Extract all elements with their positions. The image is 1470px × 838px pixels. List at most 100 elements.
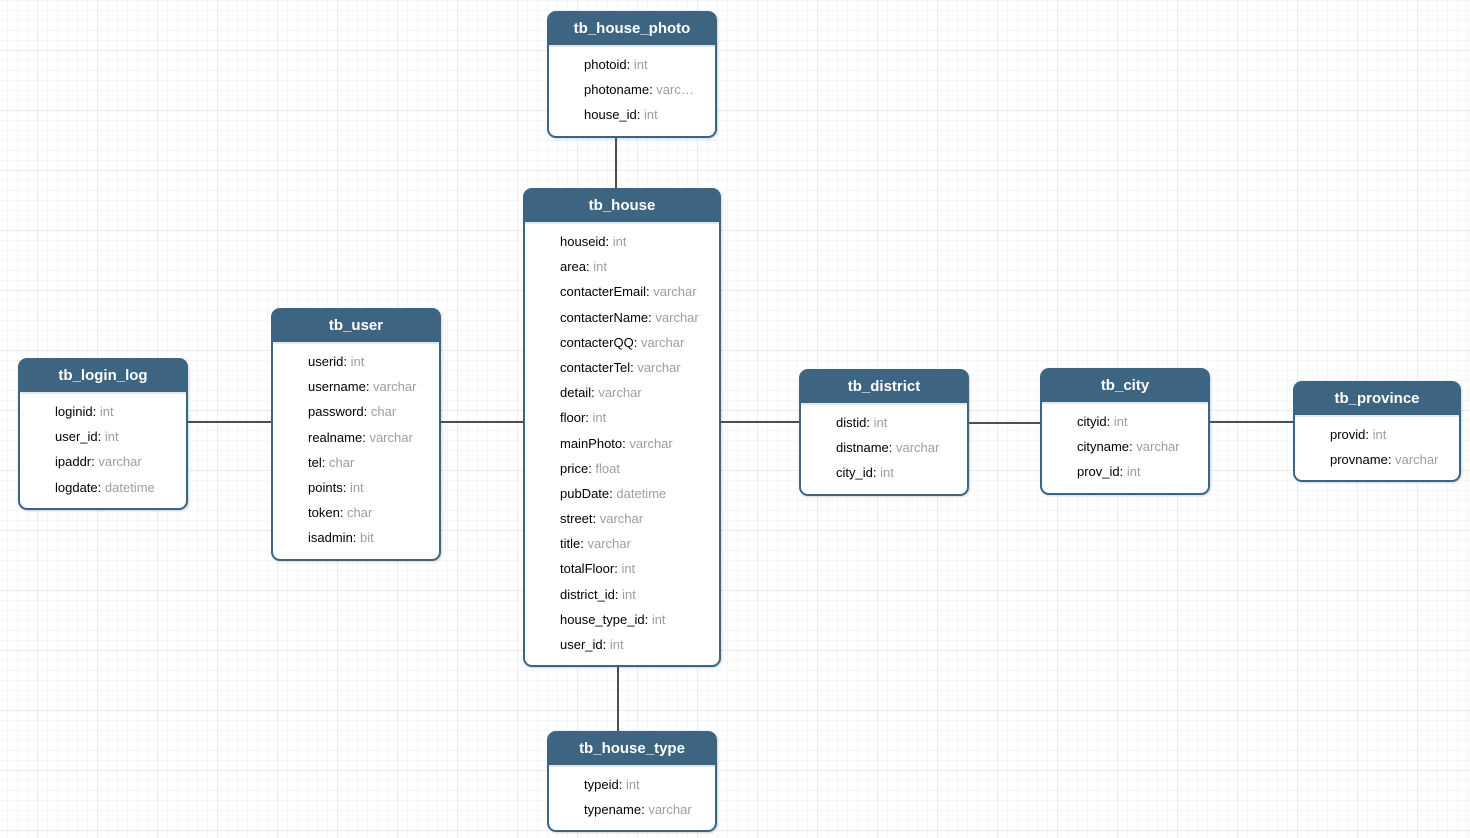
field-type: int xyxy=(104,429,119,445)
field-name: street xyxy=(560,511,593,527)
field-name: prov_id xyxy=(1077,464,1120,480)
connector-tb_login_log-tb_user[interactable] xyxy=(188,421,271,423)
field-type: varchar xyxy=(599,511,644,527)
field-row-password: password: char xyxy=(308,399,433,424)
field-name: user_id xyxy=(55,429,98,445)
field-colon: : xyxy=(591,385,599,401)
field-row-ipaddr: ipaddr: varchar xyxy=(55,449,180,474)
entity-title-tb_login_log[interactable]: tb_login_log xyxy=(20,360,186,394)
field-colon: : xyxy=(605,234,613,249)
field-type: datetime xyxy=(104,479,155,495)
field-type: int xyxy=(873,415,888,430)
entity-title-tb_house_photo[interactable]: tb_house_photo xyxy=(549,13,715,47)
field-row-typeid: typeid: int xyxy=(584,772,709,797)
field-row-mainPhoto: mainPhoto: varchar xyxy=(560,431,713,456)
field-colon: : xyxy=(1119,464,1127,480)
field-colon: : xyxy=(352,530,361,546)
field-row-contacterTel: contacterTel: varchar xyxy=(560,355,713,380)
field-row-totalFloor: totalFloor: int xyxy=(560,556,713,581)
field-row-token: token: char xyxy=(308,500,433,525)
field-row-pubDate: pubDate: datetime xyxy=(560,481,713,506)
field-type: char xyxy=(370,404,397,420)
field-name: city_id xyxy=(836,465,873,481)
field-type: datetime xyxy=(616,485,667,501)
connector-tb_house-tb_house_type[interactable] xyxy=(617,665,619,731)
connector-tb_house-tb_district[interactable] xyxy=(721,421,799,423)
field-row-isadmin: isadmin: bit xyxy=(308,525,433,550)
entity-title-tb_district[interactable]: tb_district xyxy=(801,371,967,405)
field-colon: : xyxy=(602,637,610,652)
entity-title-tb_province[interactable]: tb_province xyxy=(1295,383,1459,417)
field-row-prov_id: prov_id: int xyxy=(1077,459,1202,484)
field-type: int xyxy=(593,259,607,275)
field-type: int xyxy=(350,354,365,369)
field-type: int xyxy=(621,561,636,577)
field-type: char xyxy=(347,505,373,521)
connector-tb_city-tb_province[interactable] xyxy=(1210,421,1293,423)
field-row-loginid: loginid: int xyxy=(55,399,180,424)
field-colon: : xyxy=(614,586,623,602)
field-type: varchar xyxy=(655,309,699,325)
entity-title-tb_house_type[interactable]: tb_house_type xyxy=(549,733,715,767)
field-name: totalFloor xyxy=(560,561,615,577)
field-type: varc… xyxy=(656,82,694,98)
field-name: photoid xyxy=(584,57,627,72)
field-name: contacterEmail xyxy=(560,284,646,300)
field-type: varchar xyxy=(629,435,673,451)
field-name: tel xyxy=(308,454,322,470)
entity-title-tb_city[interactable]: tb_city xyxy=(1042,370,1208,404)
field-row-user_id: user_id: int xyxy=(55,424,180,449)
field-name: userid xyxy=(308,354,344,369)
field-name: username xyxy=(308,379,366,395)
field-name: logdate xyxy=(55,479,98,495)
field-type: char xyxy=(328,454,355,470)
connector-tb_user-tb_house[interactable] xyxy=(441,421,523,423)
field-name: contacterTel xyxy=(560,359,631,375)
field-row-detail: detail: varchar xyxy=(560,380,713,405)
field-row-area: area: int xyxy=(560,254,713,279)
field-colon: : xyxy=(618,777,626,792)
field-row-house_id: house_id: int xyxy=(584,102,709,127)
field-row-contacterEmail: contacterEmail: varchar xyxy=(560,279,713,304)
field-name: ipaddr xyxy=(55,454,92,470)
field-type: varchar xyxy=(640,334,685,350)
field-type: varchar xyxy=(895,440,940,456)
field-name: area xyxy=(560,259,587,275)
field-colon: : xyxy=(586,259,594,275)
field-row-photoid: photoid: int xyxy=(584,52,709,77)
field-name: floor xyxy=(560,410,586,426)
field-row-logdate: logdate: datetime xyxy=(55,475,180,500)
connector-tb_district-tb_city[interactable] xyxy=(969,422,1040,424)
field-colon: : xyxy=(363,404,371,420)
field-name: mainPhoto xyxy=(560,435,623,451)
field-colon: : xyxy=(622,435,630,451)
field-type: int xyxy=(625,777,640,792)
connector-tb_house_photo-tb_house[interactable] xyxy=(615,133,617,188)
entity-title-tb_user[interactable]: tb_user xyxy=(273,310,439,344)
entity-title-tb_house[interactable]: tb_house xyxy=(525,190,719,224)
field-row-provid: provid: int xyxy=(1330,422,1453,447)
field-colon: : xyxy=(644,611,652,627)
field-colon: : xyxy=(1387,452,1396,468)
field-colon: : xyxy=(1129,439,1137,455)
field-type: int xyxy=(592,410,607,426)
field-row-price: price: float xyxy=(560,456,713,481)
field-type: int xyxy=(612,234,627,249)
field-colon: : xyxy=(614,561,622,577)
field-name: user_id xyxy=(560,637,603,652)
field-name: pubDate xyxy=(560,485,610,501)
field-colon: : xyxy=(633,334,641,350)
